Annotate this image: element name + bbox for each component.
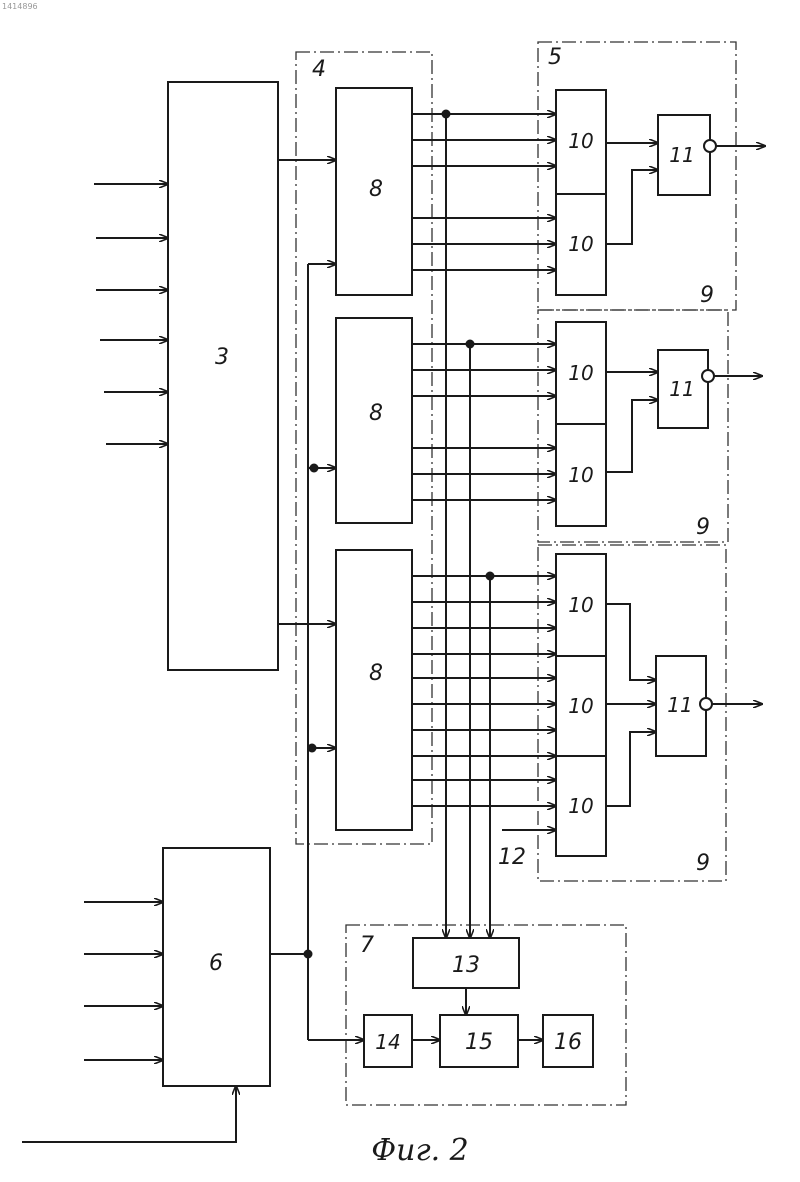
group-5-label: 5 — [548, 45, 562, 70]
group-9-a-label: 9 — [700, 283, 714, 308]
inverter-bubble-b — [702, 370, 714, 382]
input-12-label: 12 — [498, 845, 526, 870]
block-3-label: 3 — [215, 345, 229, 370]
inverter-bubble-a — [704, 140, 716, 152]
figure-caption: Фиг. 2 — [371, 1133, 469, 1168]
document-number: 1414896 — [2, 2, 38, 11]
block-8-c-label: 8 — [369, 661, 383, 686]
block-11-b-label: 11 — [669, 377, 694, 401]
bus-8a-to-9a — [412, 110, 556, 271]
block-11-a-label: 11 — [669, 143, 694, 167]
bus-8c-to-9c — [412, 572, 556, 807]
block-10-b1-label: 10 — [568, 361, 593, 385]
block-8-a-label: 8 — [369, 177, 383, 202]
block-14-label: 14 — [375, 1030, 400, 1054]
block-8-b-label: 8 — [369, 401, 383, 426]
block-15-label: 15 — [465, 1030, 493, 1055]
group-9-a-outline — [538, 42, 736, 310]
taps-to-block-13 — [446, 114, 490, 938]
group-9-b-label: 9 — [696, 515, 710, 540]
group-4-label: 4 — [312, 57, 326, 82]
block-10-c2-label: 10 — [568, 694, 593, 718]
group-7-label: 7 — [360, 933, 374, 958]
block-11-c-label: 11 — [667, 693, 692, 717]
block-8-c — [336, 550, 412, 830]
block-6-inputs — [22, 902, 236, 1142]
block-10-a1-label: 10 — [568, 129, 593, 153]
block-10-b2-label: 10 — [568, 463, 593, 487]
group-9-c-outline — [538, 545, 726, 881]
block-10-c3-label: 10 — [568, 794, 593, 818]
bus-8b-to-9b — [412, 340, 556, 501]
block-10-a2-label: 10 — [568, 232, 593, 256]
block-6-label: 6 — [209, 951, 223, 976]
block-16-label: 16 — [554, 1030, 582, 1055]
block-13-label: 13 — [452, 953, 480, 978]
block-10-c1-label: 10 — [568, 593, 593, 617]
control-bus — [270, 264, 364, 1040]
group-9-c-label: 9 — [696, 851, 710, 876]
block-3-inputs — [94, 184, 168, 444]
block-3 — [168, 82, 278, 670]
inverter-bubble-c — [700, 698, 712, 710]
